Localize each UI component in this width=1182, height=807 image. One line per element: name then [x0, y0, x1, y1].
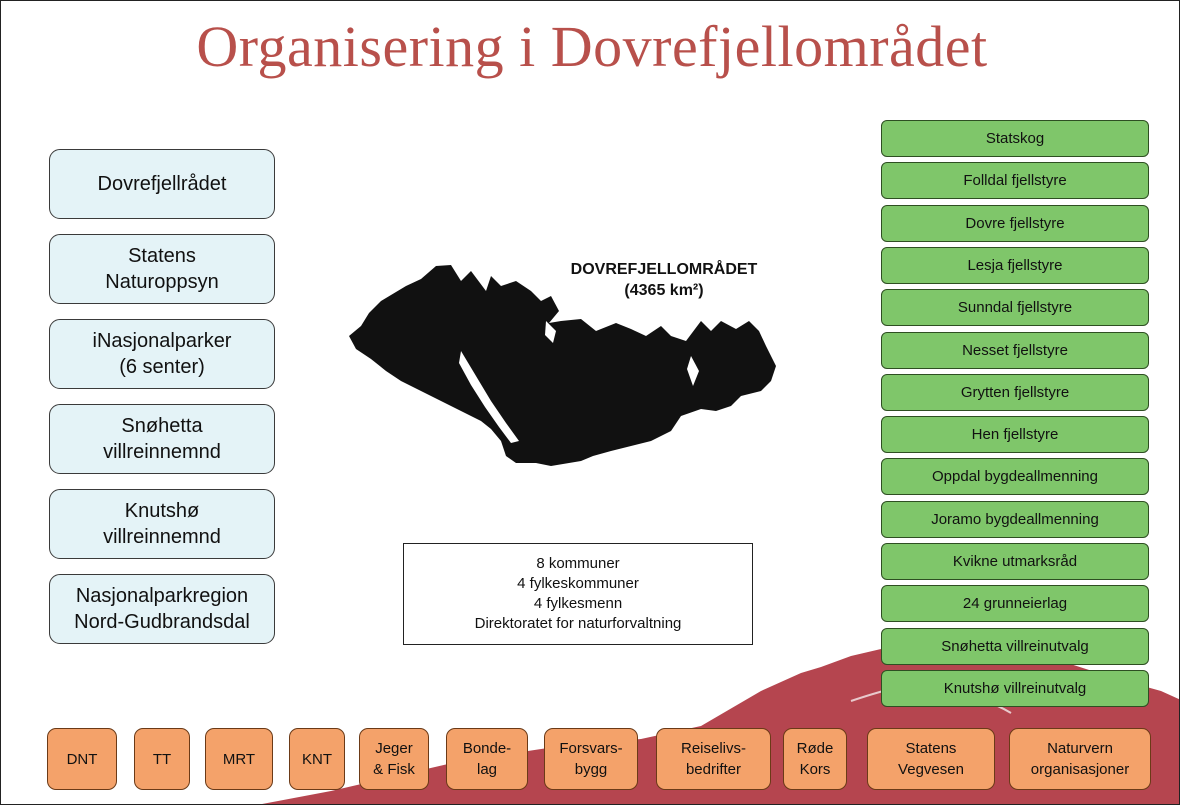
region-label: DOVREFJELLOMRÅDET (4365 km²) — [549, 259, 779, 301]
left-org-box: iNasjonalparker (6 senter) — [49, 319, 275, 389]
right-org-box: Dovre fjellstyre — [881, 204, 1149, 242]
bottom-org-box: KNT — [289, 728, 345, 790]
admin-info-box: 8 kommuner 4 fylkeskommuner 4 fylkesmenn… — [403, 543, 753, 645]
right-org-box: Snøhetta villreinutvalg — [881, 627, 1149, 665]
bottom-org-box: Bonde- lag — [446, 728, 528, 790]
bottom-org-box: Statens Vegvesen — [867, 728, 995, 790]
right-org-box: Statskog — [881, 120, 1149, 157]
right-org-box: Joramo bygdeallmenning — [881, 500, 1149, 538]
dovrefjell-region-map — [349, 265, 776, 466]
right-org-box: Knutshø villreinutvalg — [881, 669, 1149, 707]
bottom-org-box: DNT — [47, 728, 117, 790]
left-org-box: Statens Naturoppsyn — [49, 234, 275, 304]
info-line: 4 fylkesmenn — [533, 595, 623, 612]
right-org-box: 24 grunneierlag — [881, 585, 1149, 623]
right-org-box: Hen fjellstyre — [881, 416, 1149, 454]
bottom-org-box: Røde Kors — [783, 728, 847, 790]
region-area: (4365 km²) — [624, 282, 704, 299]
left-org-box: Snøhetta villreinnemnd — [49, 404, 275, 474]
bottom-org-box: Forsvars- bygg — [544, 728, 638, 790]
info-line: 8 kommuner — [536, 555, 620, 572]
bottom-org-box: Reiselivs- bedrifter — [656, 728, 771, 790]
right-org-box: Kvikne utmarksråd — [881, 543, 1149, 580]
region-name: DOVREFJELLOMRÅDET — [570, 261, 758, 278]
info-line: 4 fylkeskommuner — [517, 575, 639, 592]
page-title: Organisering i Dovrefjellområdet — [196, 14, 988, 79]
bottom-org-box: TT — [134, 728, 190, 790]
info-line: Direktoratet for naturforvaltning — [474, 615, 682, 632]
right-org-box: Folldal fjellstyre — [881, 162, 1149, 200]
right-org-box: Sunndal fjellstyre — [881, 289, 1149, 327]
right-org-box: Nesset fjellstyre — [881, 331, 1149, 369]
bottom-org-box: Jeger & Fisk — [359, 728, 429, 790]
right-org-box: Grytten fjellstyre — [881, 373, 1149, 411]
right-org-box: Oppdal bygdeallmenning — [881, 458, 1149, 496]
left-org-box: Nasjonalparkregion Nord-Gudbrandsdal — [49, 574, 275, 644]
bottom-org-box: Naturvern organisasjoner — [1009, 728, 1151, 790]
left-org-box: Dovrefjellrådet — [49, 149, 275, 219]
left-org-box: Knutshø villreinnemnd — [49, 489, 275, 559]
bottom-org-box: MRT — [205, 728, 273, 790]
right-org-box: Lesja fjellstyre — [881, 246, 1149, 284]
